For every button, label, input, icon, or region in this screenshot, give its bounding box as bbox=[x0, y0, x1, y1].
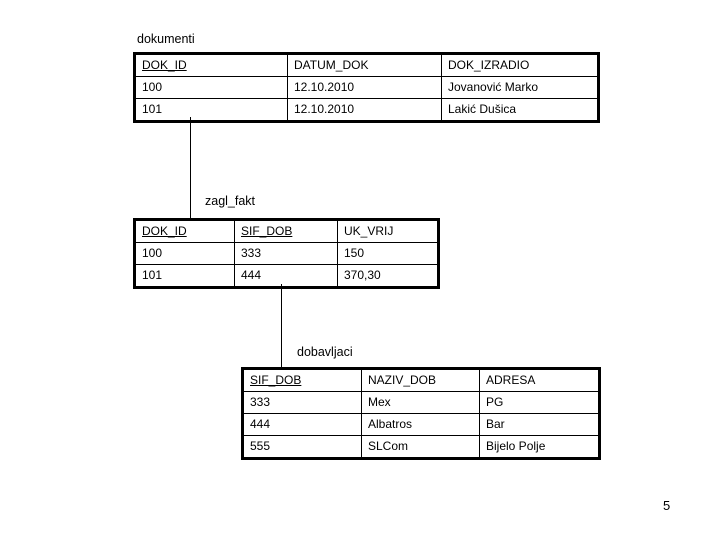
table-zagl-fakt: DOK_ID SIF_DOB UK_VRIJ 100 333 150 101 4… bbox=[133, 218, 440, 289]
table-header-row: DOK_ID DATUM_DOK DOK_IZRADIO bbox=[134, 53, 599, 77]
table-row: 555 SLCom Bijelo Polje bbox=[242, 435, 600, 459]
table-row: 333 Mex PG bbox=[242, 391, 600, 414]
table-cell: Mex bbox=[361, 391, 480, 414]
column-header-text: SIF_DOB bbox=[250, 373, 302, 387]
table-row: 100 12.10.2010 Jovanović Marko bbox=[134, 76, 599, 99]
table-header-row: DOK_ID SIF_DOB UK_VRIJ bbox=[134, 219, 439, 243]
table-cell: Jovanović Marko bbox=[441, 76, 599, 99]
table-cell: 101 bbox=[134, 264, 235, 288]
table-cell: 100 bbox=[134, 76, 288, 99]
column-header-cell: NAZIV_DOB bbox=[361, 368, 480, 392]
table-cell: Albatros bbox=[361, 413, 480, 436]
entity-label-zagl-fakt: zagl_fakt bbox=[205, 194, 256, 208]
entity-label-dobavljaci: dobavljaci bbox=[297, 345, 353, 359]
column-header-cell: UK_VRIJ bbox=[337, 219, 439, 243]
column-header-cell: DATUM_DOK bbox=[287, 53, 442, 77]
table-cell: 444 bbox=[234, 264, 338, 288]
table-cell: 444 bbox=[242, 413, 362, 436]
column-header-text: SIF_DOB bbox=[241, 224, 293, 238]
table-cell: 12.10.2010 bbox=[287, 98, 442, 122]
table-cell: 12.10.2010 bbox=[287, 76, 442, 99]
column-header-cell: DOK_ID bbox=[134, 219, 235, 243]
table-cell: 150 bbox=[337, 242, 439, 265]
table-cell: 101 bbox=[134, 98, 288, 122]
table-row: 101 12.10.2010 Lakić Dušica bbox=[134, 98, 599, 122]
table-row: 101 444 370,30 bbox=[134, 264, 439, 288]
table-cell: SLCom bbox=[361, 435, 480, 459]
relationship-line-zagl-fakt-dobavljaci bbox=[281, 284, 282, 369]
table-dokumenti: DOK_ID DATUM_DOK DOK_IZRADIO 100 12.10.2… bbox=[133, 52, 600, 123]
table-row: 100 333 150 bbox=[134, 242, 439, 265]
column-header-cell: DOK_IZRADIO bbox=[441, 53, 599, 77]
column-header-text: DOK_ID bbox=[142, 224, 187, 238]
page-number: 5 bbox=[663, 498, 671, 513]
table-cell: 370,30 bbox=[337, 264, 439, 288]
table-row: 444 Albatros Bar bbox=[242, 413, 600, 436]
table-cell: 333 bbox=[242, 391, 362, 414]
table-cell: 100 bbox=[134, 242, 235, 265]
table-cell: 555 bbox=[242, 435, 362, 459]
column-header-cell: SIF_DOB bbox=[242, 368, 362, 392]
table-cell: Bar bbox=[479, 413, 600, 436]
table-cell: Lakić Dušica bbox=[441, 98, 599, 122]
column-header-cell: SIF_DOB bbox=[234, 219, 338, 243]
entity-label-dokumenti: dokumenti bbox=[137, 32, 195, 46]
column-header-text: DOK_ID bbox=[142, 58, 187, 72]
table-cell: Bijelo Polje bbox=[479, 435, 600, 459]
column-header-cell: DOK_ID bbox=[134, 53, 288, 77]
table-dobavljaci: SIF_DOB NAZIV_DOB ADRESA 333 Mex PG 444 … bbox=[241, 367, 601, 460]
table-header-row: SIF_DOB NAZIV_DOB ADRESA bbox=[242, 368, 600, 392]
table-cell: 333 bbox=[234, 242, 338, 265]
relationship-line-dokumenti-zagl-fakt bbox=[190, 117, 191, 219]
table-cell: PG bbox=[479, 391, 600, 414]
column-header-cell: ADRESA bbox=[479, 368, 600, 392]
